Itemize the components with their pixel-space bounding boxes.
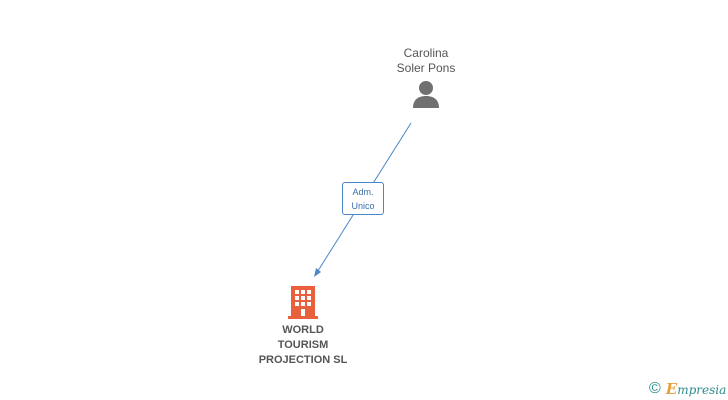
- company-name[interactable]: WORLD TOURISM PROJECTION SL: [258, 324, 348, 366]
- relation-label-line2: Unico: [351, 201, 375, 211]
- relation-label-line1: Adm.: [352, 187, 374, 197]
- brand-letter: E: [665, 380, 678, 398]
- empresia-logo[interactable]: © Empresia: [649, 380, 726, 398]
- company-node[interactable]: WORLD TOURISM PROJECTION SL: [238, 284, 368, 368]
- person-icon: [413, 81, 439, 108]
- person-name[interactable]: Carolina Soler Pons: [396, 46, 456, 75]
- copyright-icon: ©: [649, 380, 661, 397]
- brand-text: mpresia: [677, 383, 727, 397]
- person-node[interactable]: Carolina Soler Pons: [376, 46, 476, 109]
- building-icon: [288, 286, 318, 319]
- brand-name: Empresia: [666, 380, 727, 398]
- arrow-head: [314, 268, 321, 277]
- relation-label: Adm. Unico: [342, 182, 384, 215]
